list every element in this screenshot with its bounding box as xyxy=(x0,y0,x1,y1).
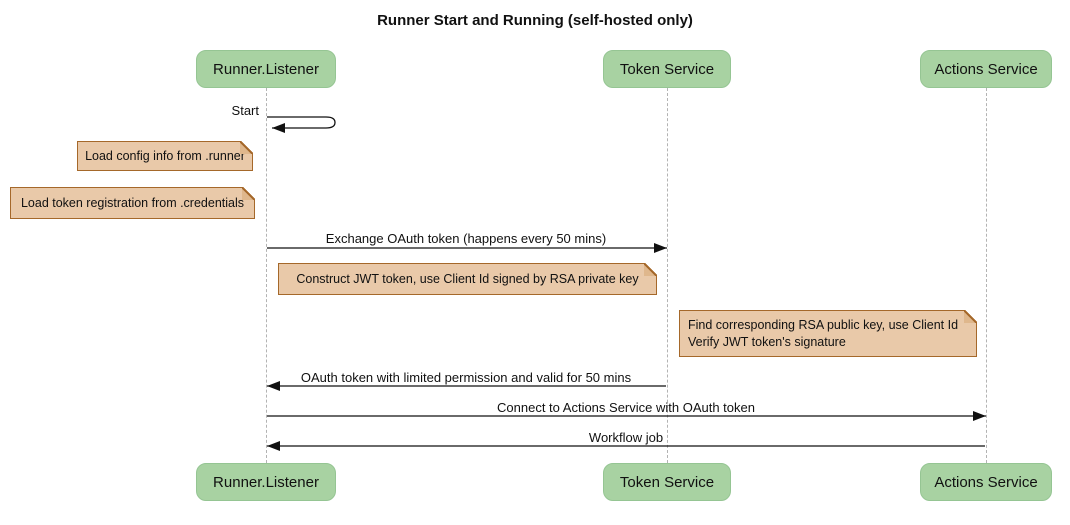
note-load-token-registration: Load token registration from .credential… xyxy=(10,187,255,219)
note-verify-jwt: Find corresponding RSA public key, use C… xyxy=(679,310,977,357)
note-text: Load token registration from .credential… xyxy=(20,195,245,210)
lifeline-token-service xyxy=(667,88,668,463)
participant-label: Actions Service xyxy=(934,473,1038,491)
note-load-config: Load config info from .runner xyxy=(77,141,253,171)
lifeline-actions-service xyxy=(986,88,987,463)
message-label-connect-actions: Connect to Actions Service with OAuth to… xyxy=(497,400,755,415)
note-text: Find corresponding RSA public key, use C… xyxy=(688,317,959,349)
participant-label: Actions Service xyxy=(934,60,1038,78)
note-text: Construct JWT token, use Client Id signe… xyxy=(296,271,639,286)
note-fold-icon xyxy=(242,187,255,200)
participant-label: Runner.Listener xyxy=(213,60,319,78)
participant-token-service-top: Token Service xyxy=(603,50,731,88)
note-text: Load config info from .runner xyxy=(85,148,245,163)
message-label-oauth-return: OAuth token with limited permission and … xyxy=(300,370,632,385)
participant-label: Runner.Listener xyxy=(213,473,319,491)
participant-token-service-bottom: Token Service xyxy=(603,463,731,501)
participant-actions-service-bottom: Actions Service xyxy=(920,463,1052,501)
participant-runner-listener-top: Runner.Listener xyxy=(196,50,336,88)
message-label-workflow-job: Workflow job xyxy=(588,430,664,445)
participant-runner-listener-bottom: Runner.Listener xyxy=(196,463,336,501)
note-fold-icon xyxy=(240,141,253,154)
lifeline-runner-listener xyxy=(266,88,267,463)
note-fold-icon xyxy=(964,310,977,323)
participant-label: Token Service xyxy=(619,473,715,491)
self-arrow-start xyxy=(267,116,336,133)
note-construct-jwt: Construct JWT token, use Client Id signe… xyxy=(278,263,657,295)
note-fold-icon xyxy=(644,263,657,276)
message-label-start: Start xyxy=(231,103,259,118)
participant-actions-service-top: Actions Service xyxy=(920,50,1052,88)
participant-label: Token Service xyxy=(619,60,715,78)
diagram-title: Runner Start and Running (self-hosted on… xyxy=(377,12,693,29)
message-label-exchange-oauth: Exchange OAuth token (happens every 50 m… xyxy=(325,231,607,246)
